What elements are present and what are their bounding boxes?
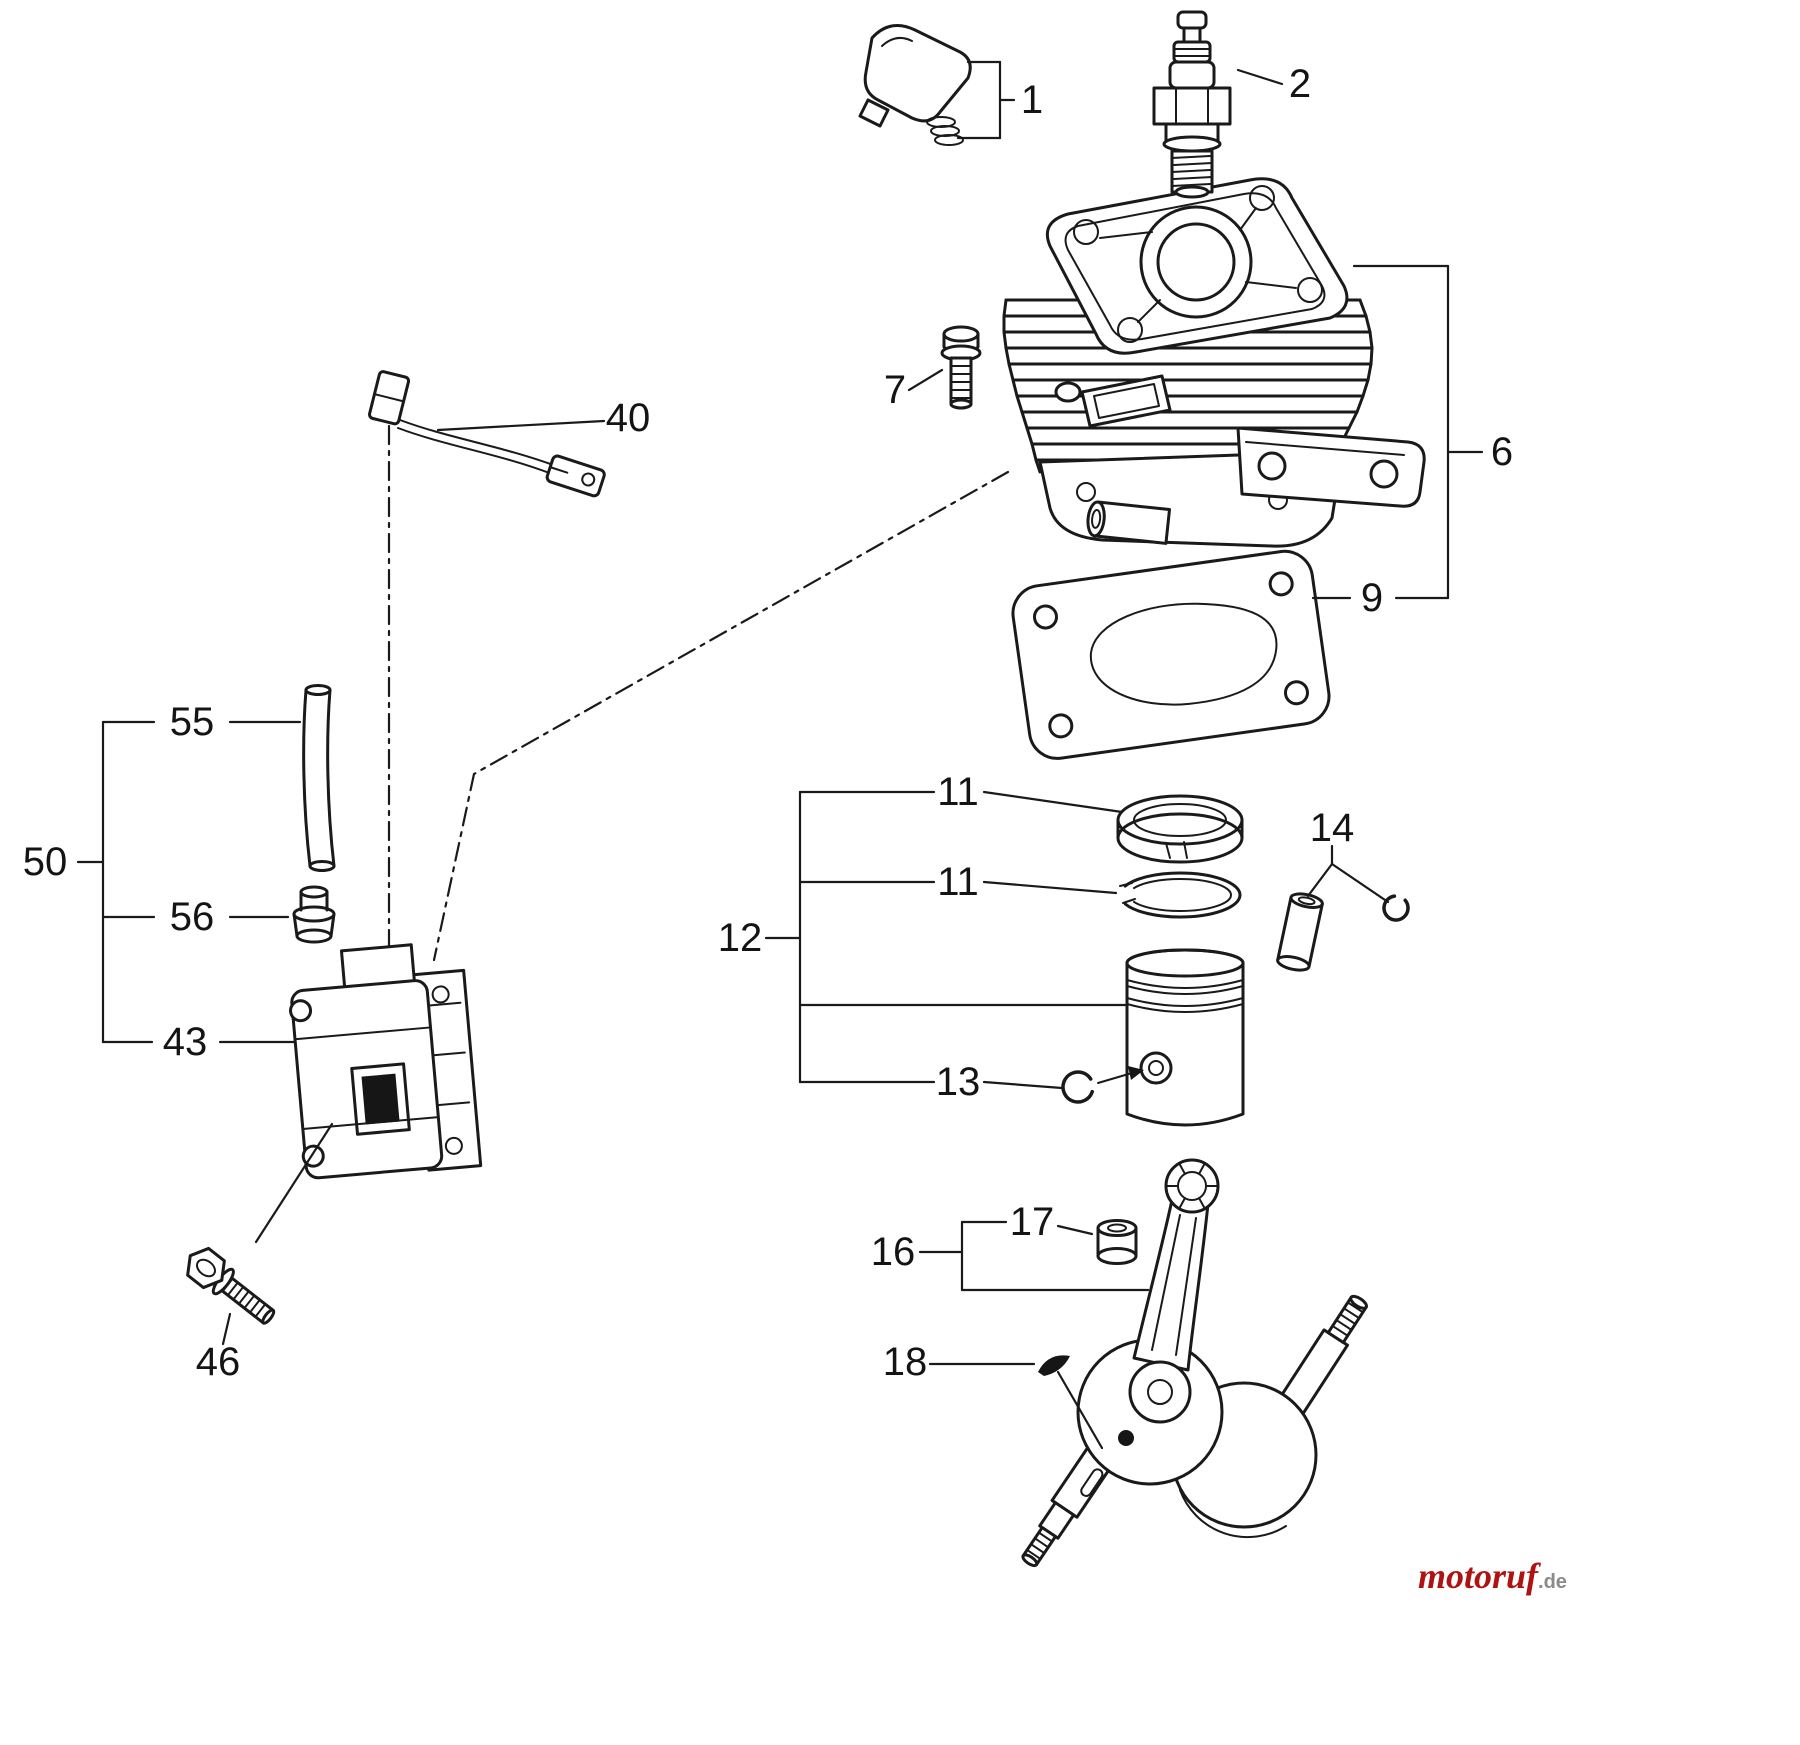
piston-pin <box>1276 892 1410 972</box>
piston-pin-circlip <box>1061 1066 1144 1104</box>
leader-16-17 <box>918 1220 1150 1292</box>
woodruff-key <box>1038 1355 1070 1376</box>
leader-lines <box>76 60 1484 1450</box>
callout-18-label: 18 <box>883 1340 928 1384</box>
callout-16-label: 16 <box>871 1230 916 1274</box>
crankshaft-assembly <box>1021 1158 1368 1568</box>
piston-ring-top <box>1116 794 1244 864</box>
watermark-suffix: .de <box>1538 1571 1567 1593</box>
watermark-brand: motoruf <box>1418 1556 1541 1596</box>
bolt-part7 <box>940 325 982 410</box>
leader-40 <box>436 419 606 432</box>
callout-12-label: 12 <box>718 916 763 960</box>
piston-ring-bottom <box>1118 871 1242 919</box>
cylinder-gasket <box>1011 549 1331 760</box>
spark-plug-cap <box>858 24 972 146</box>
callout-11-bottom-label: 11 <box>937 860 979 904</box>
leader-12-group <box>764 790 1127 1090</box>
leader-50-55-56-43 <box>76 720 302 1044</box>
callout-13-label: 13 <box>936 1060 981 1104</box>
watermark-logo: motoruf.de <box>1418 1556 1567 1596</box>
callout-14-label: 14 <box>1310 806 1355 850</box>
callout-11-top-label: 11 <box>937 770 979 814</box>
leader-2 <box>1236 68 1284 86</box>
leader-14 <box>1306 844 1390 904</box>
piston <box>1125 948 1245 1127</box>
spark-plug <box>1152 10 1232 199</box>
leader-1 <box>956 60 1016 140</box>
callout-17-label: 17 <box>1010 1200 1055 1244</box>
cylinder <box>1002 177 1426 548</box>
ignition-wire <box>368 370 606 498</box>
fuel-line <box>302 684 336 872</box>
callout-50-label: 50 <box>23 840 68 884</box>
ignition-coil <box>289 943 483 1180</box>
grommet <box>292 885 336 944</box>
leader-18 <box>928 1362 1104 1450</box>
leader-6-9 <box>1311 264 1484 600</box>
assembly-centerlines <box>387 424 1010 962</box>
callout-2-label: 2 <box>1289 62 1311 106</box>
callout-43-label: 43 <box>163 1020 208 1064</box>
callout-55-label: 55 <box>170 700 215 744</box>
leader-46 <box>221 1122 334 1346</box>
callout-6-label: 6 <box>1491 430 1513 474</box>
leader-7 <box>907 368 944 392</box>
coil-bolt <box>186 1246 276 1325</box>
callout-56-label: 56 <box>170 895 215 939</box>
callout-46-label: 46 <box>196 1340 241 1384</box>
callout-9-label: 9 <box>1361 576 1383 620</box>
callout-1-label: 1 <box>1021 78 1043 122</box>
callout-7-label: 7 <box>884 368 906 412</box>
callout-40-label: 40 <box>606 396 651 440</box>
rod-bushing <box>1096 1219 1138 1265</box>
